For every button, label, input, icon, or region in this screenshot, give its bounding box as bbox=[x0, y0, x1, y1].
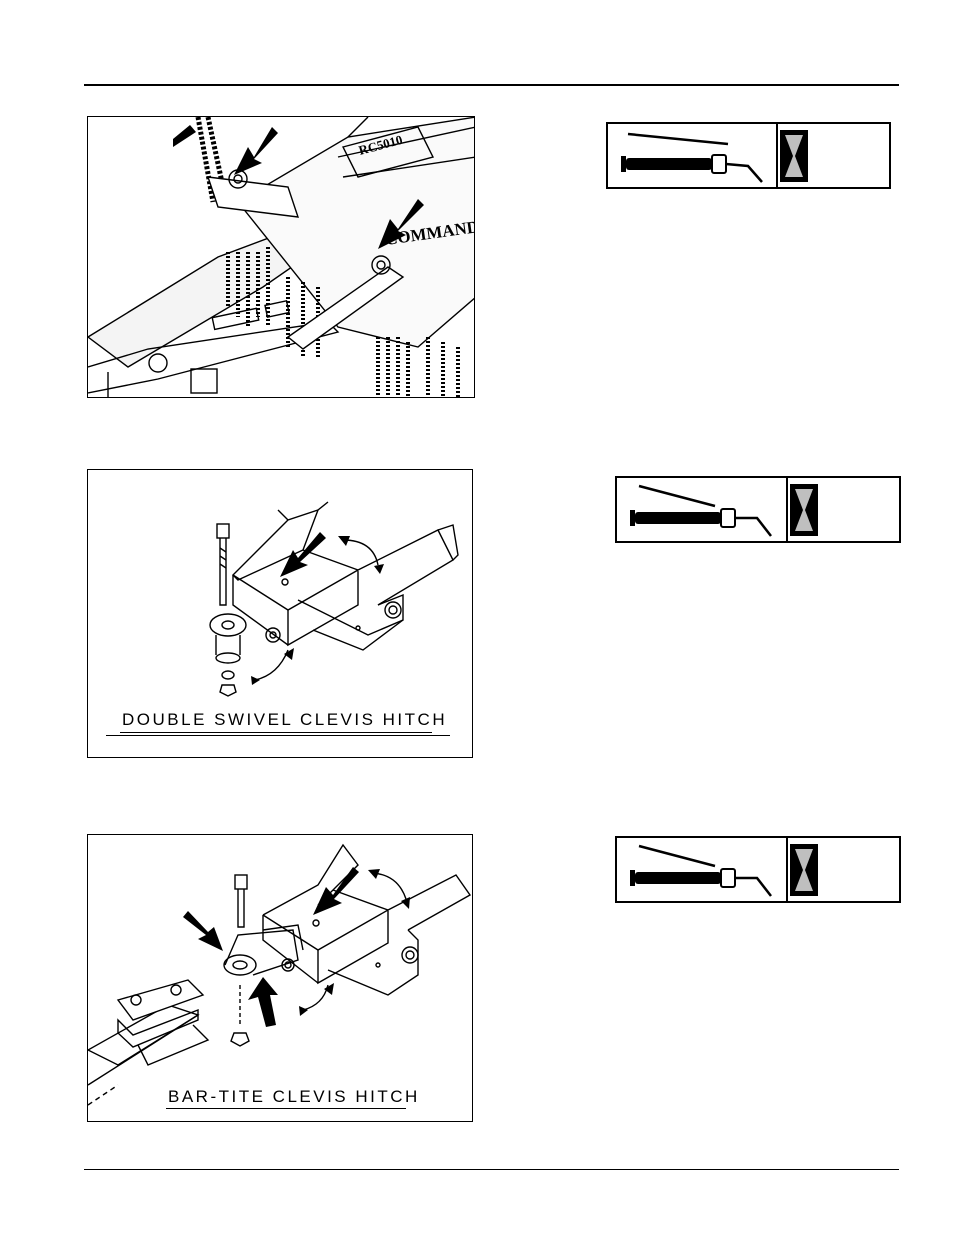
bar-tite-hitch-drawing bbox=[88, 843, 472, 1106]
hourglass-icon bbox=[786, 838, 899, 901]
caption-underline bbox=[120, 732, 432, 733]
double-swivel-hitch-drawing bbox=[209, 501, 459, 697]
caption-underline bbox=[166, 1108, 406, 1109]
figure-caption-double-swivel: DOUBLE SWIVEL CLEVIS HITCH bbox=[122, 710, 448, 729]
hourglass-icon bbox=[776, 124, 889, 187]
hourglass-icon bbox=[786, 478, 899, 541]
figure-caption-bar-tite: BAR-TITE CLEVIS HITCH bbox=[168, 1087, 420, 1106]
grease-gun-icon bbox=[608, 124, 778, 187]
caption-baseline bbox=[106, 735, 450, 736]
lube-interval-icon-1 bbox=[606, 122, 891, 189]
grease-gun-icon bbox=[617, 838, 788, 901]
lube-interval-icon-3 bbox=[615, 836, 901, 903]
double-swivel-clevis-hitch-figure: DOUBLE SWIVEL CLEVIS HITCH bbox=[87, 469, 473, 758]
footer-rule bbox=[84, 1169, 899, 1170]
bar-tite-clevis-hitch-figure: BAR-TITE CLEVIS HITCH bbox=[87, 834, 473, 1122]
lube-interval-icon-2 bbox=[615, 476, 901, 543]
header-rule bbox=[84, 84, 899, 86]
grease-gun-icon bbox=[617, 478, 788, 541]
mower-hitch-drawing: RC5010 COMMAND bbox=[88, 117, 474, 397]
mower-hitch-illustration: RC5010 COMMAND bbox=[87, 116, 475, 398]
